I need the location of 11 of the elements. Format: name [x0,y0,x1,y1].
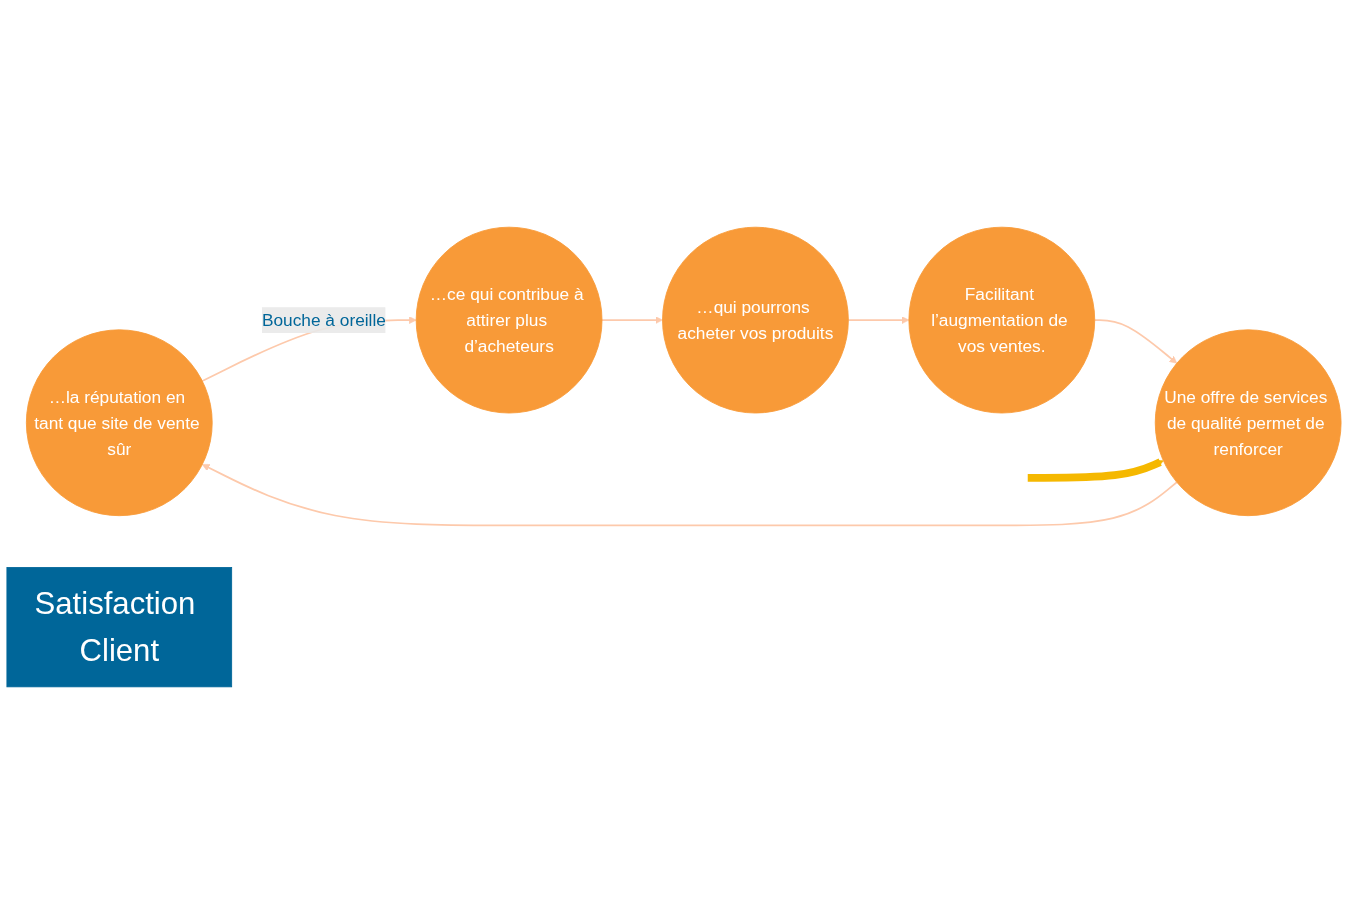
arrow [202,464,1178,527]
arrow [1093,319,1178,364]
node-circle: Une offre de services de qualité permet de renforcer [1154,329,1342,517]
arrow [847,316,910,324]
node-circle: …qui pourrons acheter vos produits [662,226,849,414]
edge-label: Bouche à oreille [261,310,386,330]
node-circle: Facilitant l’augmentation de vos ventes. [908,226,1096,414]
arrow [601,316,663,324]
node-box: Satisfaction Client [6,567,233,688]
node-circle: …ce qui contribue à attirer plus d’acheteurs [415,226,603,414]
node-circle: …la réputation en tant que site de vente sûr [25,329,213,517]
